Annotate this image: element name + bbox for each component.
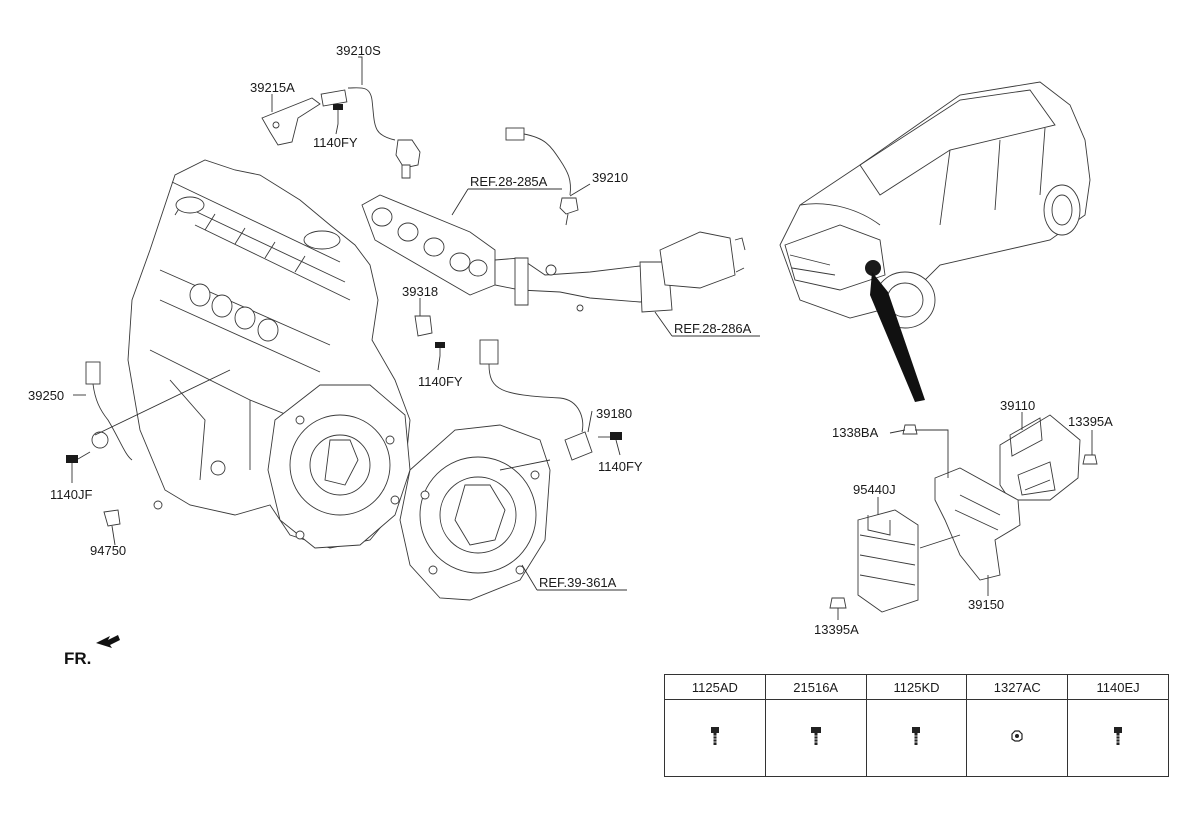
label-39210: 39210 (592, 170, 628, 185)
label-front: FR. (64, 649, 91, 668)
label-39250: 39250 (28, 388, 64, 403)
sensor-bracket-39215A (261, 97, 321, 146)
parts-table-header: 1140EJ (1067, 674, 1169, 700)
label-ref-28-285A: REF.28-285A (470, 174, 548, 189)
nut-1338BA (902, 424, 918, 435)
clutch-housing-illustration (399, 424, 551, 601)
nut-13395A-bottom (829, 597, 847, 609)
parts-table-cell (966, 699, 1069, 777)
label-1140JF: 1140JF (50, 487, 92, 502)
parts-table-cell (865, 699, 968, 777)
knock-sensor-39250 (85, 361, 133, 461)
oxygen-sensor-upper (320, 87, 421, 179)
label-13395A-top: 13395A (1068, 414, 1113, 429)
label-1140FY-mid: 1140FY (418, 374, 463, 389)
exhaust-manifold-illustration (361, 194, 746, 313)
label-39210S: 39210S (336, 43, 381, 58)
fastener-parts-table: 1125AD 21516A 1125KD 1327AC 1140EJ (664, 674, 1169, 777)
label-1338BA: 1338BA (832, 425, 879, 440)
bolt-icon (710, 726, 719, 745)
parts-table-icon-row (664, 699, 1169, 777)
leader-lines (71, 56, 1093, 620)
callout-labels: 39210S 39215A 1140FY REF.28-285A 39210 3… (28, 43, 1113, 668)
cam-position-sensor-39318 (414, 315, 445, 356)
label-1140FY-right: 1140FY (598, 459, 643, 474)
ecu-assembly-illustration (857, 414, 1081, 613)
crank-position-sensor-39180 (479, 339, 622, 461)
bolt-icon (912, 726, 921, 745)
oxygen-sensor-lower (505, 127, 579, 226)
nut-icon (1011, 729, 1023, 742)
vehicle-illustration (779, 81, 1091, 402)
bolt-1140FY-top (333, 104, 343, 124)
parts-table-cell (664, 699, 766, 777)
parts-table-header: 1327AC (966, 674, 1069, 700)
sensor-94750 (103, 509, 121, 527)
front-direction-arrow-icon (96, 635, 120, 648)
bolt-icon (810, 726, 821, 745)
label-ref-39-361A: REF.39-361A (539, 575, 617, 590)
label-39110: 39110 (1000, 398, 1035, 413)
label-39318: 39318 (402, 284, 438, 299)
label-13395A-bottom: 13395A (814, 622, 859, 637)
label-95440J: 95440J (853, 482, 896, 497)
bolt-1140JF (66, 451, 91, 463)
label-39150: 39150 (968, 597, 1004, 612)
bolt-icon (1114, 726, 1123, 745)
parts-table-cell (1067, 699, 1169, 777)
parts-table-header: 1125KD (865, 674, 968, 700)
label-ref-28-286A: REF.28-286A (674, 321, 752, 336)
label-1140FY-top: 1140FY (313, 135, 358, 150)
nut-13395A-top (1082, 454, 1098, 465)
label-39180: 39180 (596, 406, 632, 421)
parts-table-header-row: 1125AD 21516A 1125KD 1327AC 1140EJ (664, 674, 1169, 700)
label-94750: 94750 (90, 543, 126, 558)
parts-table-header: 21516A (764, 674, 867, 700)
parts-table-header: 1125AD (664, 674, 766, 700)
engine-block-illustration (127, 159, 411, 549)
label-39215A: 39215A (250, 80, 295, 95)
parts-table-cell (764, 699, 867, 777)
